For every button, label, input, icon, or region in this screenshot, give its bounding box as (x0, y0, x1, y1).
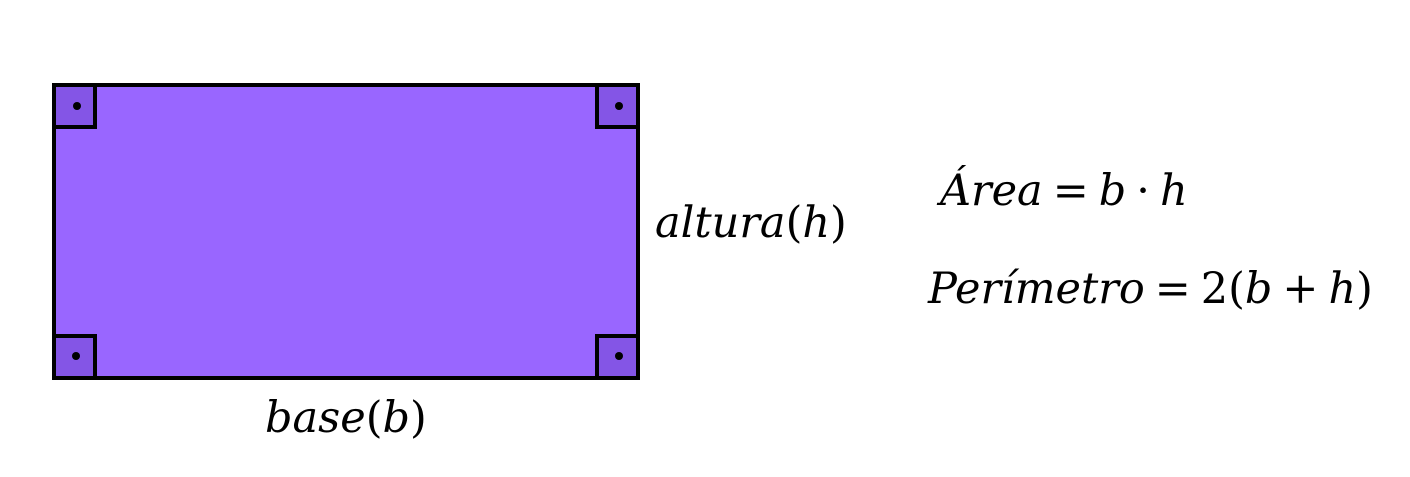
perimeter-b: b (1244, 264, 1273, 314)
base-label: base(b) (265, 397, 427, 440)
paren-open: ( (1228, 264, 1245, 314)
perimeter-factor: 2 (1200, 264, 1229, 314)
height-label: altura(h) (655, 202, 847, 245)
area-formula: Área=b·h (940, 170, 1188, 213)
perimeter-formula: Perímetro=2(b+h) (928, 268, 1373, 311)
dot-operator: · (1136, 166, 1150, 216)
paren-close: ) (410, 393, 427, 443)
height-symbol: h (802, 198, 831, 248)
equals-sign: = (1052, 166, 1089, 216)
right-angle-mark-bottom-left (52, 334, 97, 380)
paren-close: ) (1356, 264, 1373, 314)
right-angle-mark-top-right (595, 83, 640, 129)
right-angle-mark-top-left (52, 83, 97, 129)
paren-close: ) (830, 198, 847, 248)
base-symbol: b (382, 393, 410, 443)
base-word: base (265, 393, 366, 443)
paren-open: ( (365, 393, 383, 443)
area-h: h (1159, 166, 1188, 216)
perimeter-name: Perímetro (928, 264, 1145, 314)
right-angle-mark-bottom-right (595, 334, 640, 380)
paren-open: ( (785, 198, 803, 248)
area-b: b (1098, 166, 1127, 216)
area-name: Área (940, 166, 1043, 216)
plus-sign: + (1282, 264, 1319, 314)
perimeter-h: h (1328, 264, 1357, 314)
height-word: altura (655, 198, 786, 248)
equals-sign: = (1154, 264, 1191, 314)
rectangle (52, 83, 640, 380)
